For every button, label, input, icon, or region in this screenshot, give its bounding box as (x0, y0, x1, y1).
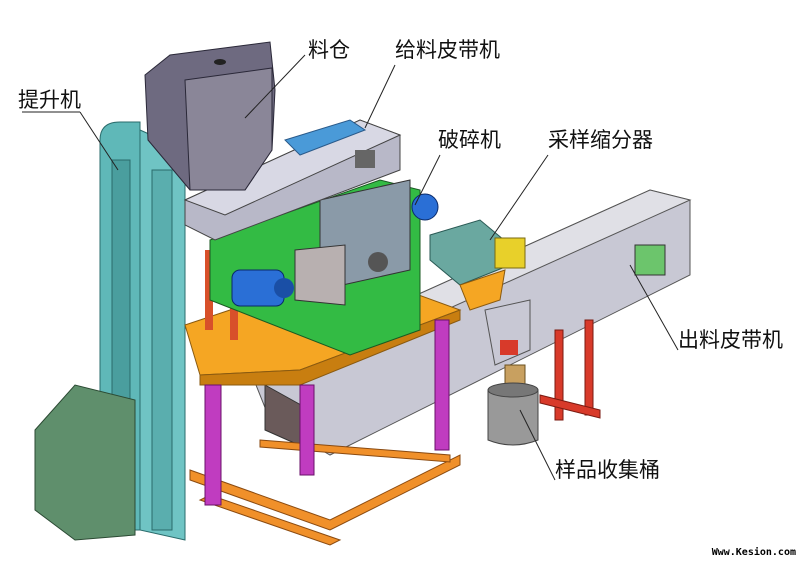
leader-lines (22, 54, 679, 481)
crusher (209, 179, 439, 356)
sample-collection-bucket (487, 364, 539, 446)
hopper (144, 41, 276, 191)
bucket-elevator (34, 121, 186, 541)
sample-divider (429, 219, 531, 366)
label-elevator: 提升机 (18, 88, 81, 112)
base-frame (189, 439, 461, 546)
feed-belt-conveyor (183, 119, 402, 241)
label-divider: 采样缩分器 (548, 128, 653, 152)
label-sample-bucket: 样品收集桶 (555, 458, 660, 482)
motor (231, 269, 294, 307)
watermark: Www.Kesion.com (711, 547, 796, 558)
label-hopper: 料仓 (308, 38, 350, 62)
label-discharge-belt: 出料皮带机 (678, 328, 783, 352)
label-crusher: 破碎机 (438, 128, 501, 152)
support-frame-right (539, 319, 601, 421)
label-feed-belt: 给料皮带机 (395, 38, 500, 62)
